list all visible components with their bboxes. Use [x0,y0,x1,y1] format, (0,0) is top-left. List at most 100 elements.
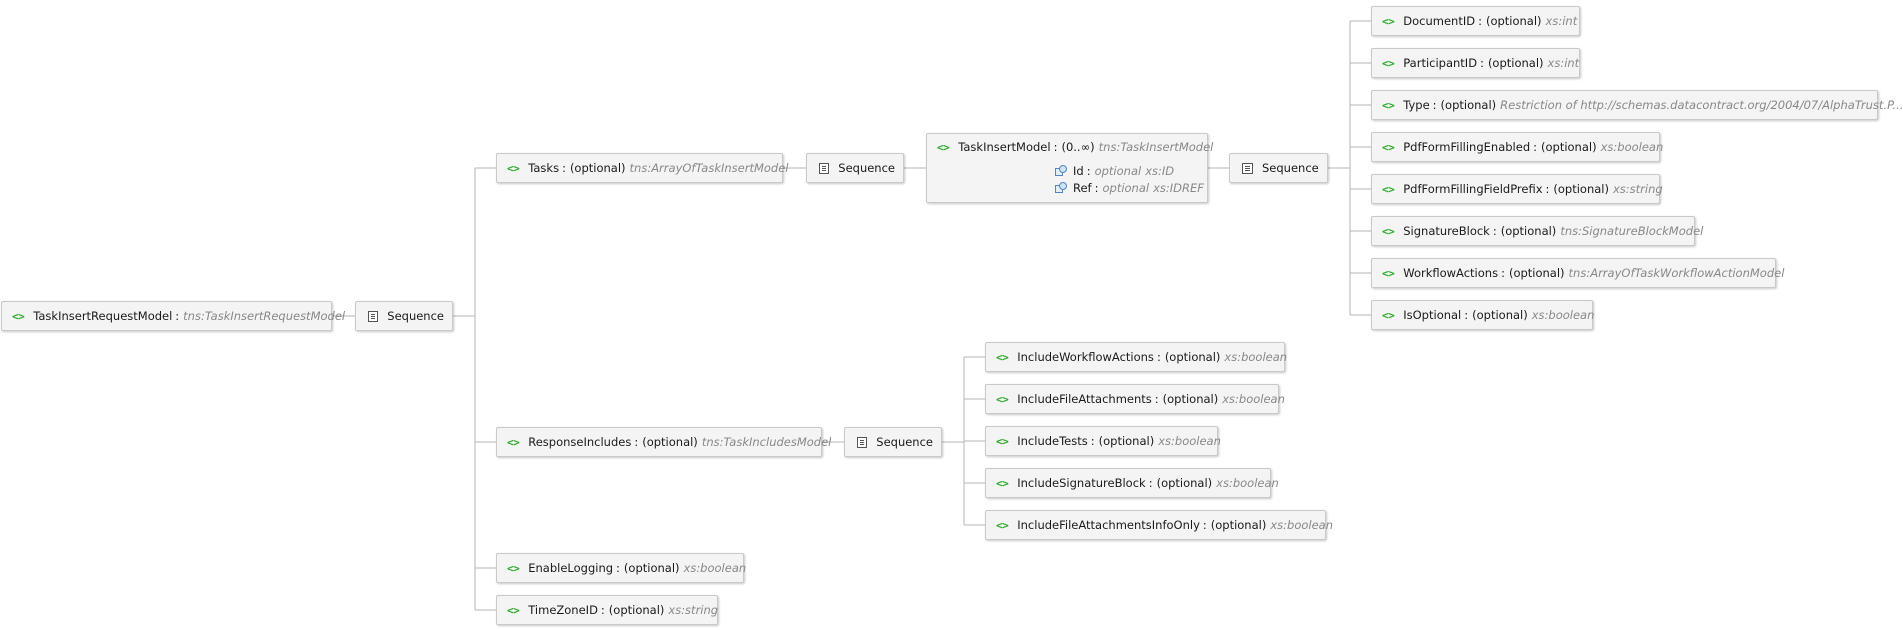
attribute-separator: : [1094,181,1099,195]
element-type: tns:ArrayOfTaskWorkflowActionModel [1568,266,1785,280]
sequence-label: Sequence [1262,161,1319,175]
enable-logging-element-node[interactable]: <> EnableLogging : (optional) xs:boolean [496,553,747,583]
include-file-attachments-info-only-element-node[interactable]: <> IncludeFileAttachmentsInfoOnly : (opt… [985,510,1333,540]
element-type: xs:string [1613,182,1663,196]
include-tests-element-node[interactable]: <> IncludeTests : (optional) xs:boolean [985,426,1221,456]
sequence-icon [368,310,379,322]
element-type: xs:boolean [1222,392,1285,406]
element-separator: : [175,309,180,323]
include-workflow-actions-element-node[interactable]: <> IncludeWorkflowActions : (optional) x… [985,342,1288,372]
pdf-form-filling-field-prefix-element-node[interactable]: <> PdfFormFillingFieldPrefix : (optional… [1371,174,1663,204]
element-occurrence: (optional) [1541,140,1597,154]
element-separator: : [1501,266,1505,280]
element-occurrence: (optional) [1487,56,1544,70]
element-name: TaskInsertModel [958,140,1051,154]
attribute-separator: : [1086,164,1091,178]
element-separator: : [1478,14,1482,28]
element-name: PdfFormFillingEnabled [1403,140,1531,154]
time-zone-id-element-node[interactable]: <> TimeZoneID : (optional) xs:string [496,595,718,625]
element-occurrence: (optional) [1440,98,1497,112]
element-separator: : [616,561,620,575]
participant-id-element-node[interactable]: <> ParticipantID : (optional) xs:int [1371,48,1580,78]
tasks-element-node[interactable]: <> Tasks : (optional) tns:ArrayOfTaskIns… [496,153,789,183]
element-occurrence: (optional) [1164,350,1221,364]
element-type: tns:TaskInsertModel [1098,140,1214,154]
sequence-icon [857,436,868,448]
attribute-use: optional [1102,181,1150,195]
attribute-use: optional [1094,164,1142,178]
element-icon: <> [996,434,1009,448]
element-name: TaskInsertRequestModel [33,309,173,323]
element-separator: : [1480,56,1484,70]
signature-block-element-node[interactable]: <> SignatureBlock : (optional) tns:Signa… [1371,216,1703,246]
element-name: EnableLogging [528,561,614,575]
sequence-node-task-insert-model[interactable]: Sequence [1229,153,1328,183]
element-icon: <> [1382,308,1395,322]
element-separator: : [1090,434,1095,448]
sequence-icon [1242,162,1253,174]
element-occurrence: (optional) [642,435,698,449]
element-separator: : [1533,140,1537,154]
element-occurrence: (optional) [608,603,665,617]
is-optional-element-node[interactable]: <> IsOptional : (optional) xs:boolean [1371,300,1594,330]
attribute-name: Id [1073,164,1084,178]
element-icon: <> [996,476,1009,490]
include-file-attachments-element-node[interactable]: <> IncludeFileAttachments : (optional) x… [985,384,1285,414]
element-type: xs:boolean [1270,518,1333,532]
root-element-node[interactable]: <> TaskInsertRequestModel : tns:TaskInse… [1,301,345,331]
element-type: xs:boolean [1224,350,1288,364]
element-type: xs:int [1545,14,1578,28]
element-separator: : [1464,308,1469,322]
element-name: DocumentID [1403,14,1476,28]
element-separator: : [1545,182,1550,196]
element-icon: <> [1382,224,1395,238]
element-occurrence: (0..∞) [1061,140,1095,154]
element-name: IncludeWorkflowActions [1017,350,1154,364]
sequence-node-root[interactable]: Sequence [355,301,453,331]
pdf-form-filling-enabled-element-node[interactable]: <> PdfFormFillingEnabled : (optional) xs… [1371,132,1663,162]
attribute-row-id: Id : optional xs:ID [1055,164,1174,178]
element-separator: : [1432,98,1437,112]
element-type: xs:int [1547,56,1580,70]
type-element-node[interactable]: <> Type : (optional) Restriction of http… [1371,90,1903,120]
element-type: xs:boolean [683,561,747,575]
workflow-actions-element-node[interactable]: <> WorkflowActions : (optional) tns:Arra… [1371,258,1784,288]
element-occurrence: (optional) [569,161,626,175]
element-occurrence: (optional) [1508,266,1565,280]
element-name: IncludeFileAttachments [1017,392,1152,406]
include-signature-block-element-node[interactable]: <> IncludeSignatureBlock : (optional) xs… [985,468,1279,498]
element-separator: : [1202,518,1207,532]
task-insert-model-node[interactable]: <> TaskInsertModel : (0..∞) tns:TaskInse… [926,133,1213,203]
element-icon: <> [1382,14,1395,28]
element-icon: <> [937,140,950,154]
element-occurrence: (optional) [623,561,680,575]
element-name: Type [1403,98,1430,112]
element-name: ResponseIncludes [528,435,632,449]
element-type: xs:string [668,603,719,617]
element-type: xs:boolean [1216,476,1279,490]
element-icon: <> [12,309,25,323]
element-icon: <> [996,350,1009,364]
element-separator: : [1148,476,1153,490]
element-occurrence: (optional) [1500,224,1557,238]
element-type: tns:TaskInsertRequestModel [183,309,346,323]
element-name: IncludeSignatureBlock [1017,476,1146,490]
attribute-icon [1055,165,1067,177]
element-type: xs:boolean [1600,140,1664,154]
element-icon: <> [1382,98,1395,112]
element-separator: : [1053,140,1058,154]
element-name: PdfFormFillingFieldPrefix [1403,182,1543,196]
sequence-label: Sequence [876,435,933,449]
element-occurrence: (optional) [1553,182,1609,196]
document-id-element-node[interactable]: <> DocumentID : (optional) xs:int [1371,6,1580,36]
element-icon: <> [996,392,1009,406]
element-icon: <> [1382,266,1395,280]
attribute-type: xs:ID [1145,164,1175,178]
sequence-node-tasks[interactable]: Sequence [806,153,904,183]
response-includes-element-node[interactable]: <> ResponseIncludes : (optional) tns:Tas… [496,427,831,457]
sequence-icon [819,162,830,174]
sequence-node-response-includes[interactable]: Sequence [844,427,942,457]
element-icon: <> [507,603,520,617]
